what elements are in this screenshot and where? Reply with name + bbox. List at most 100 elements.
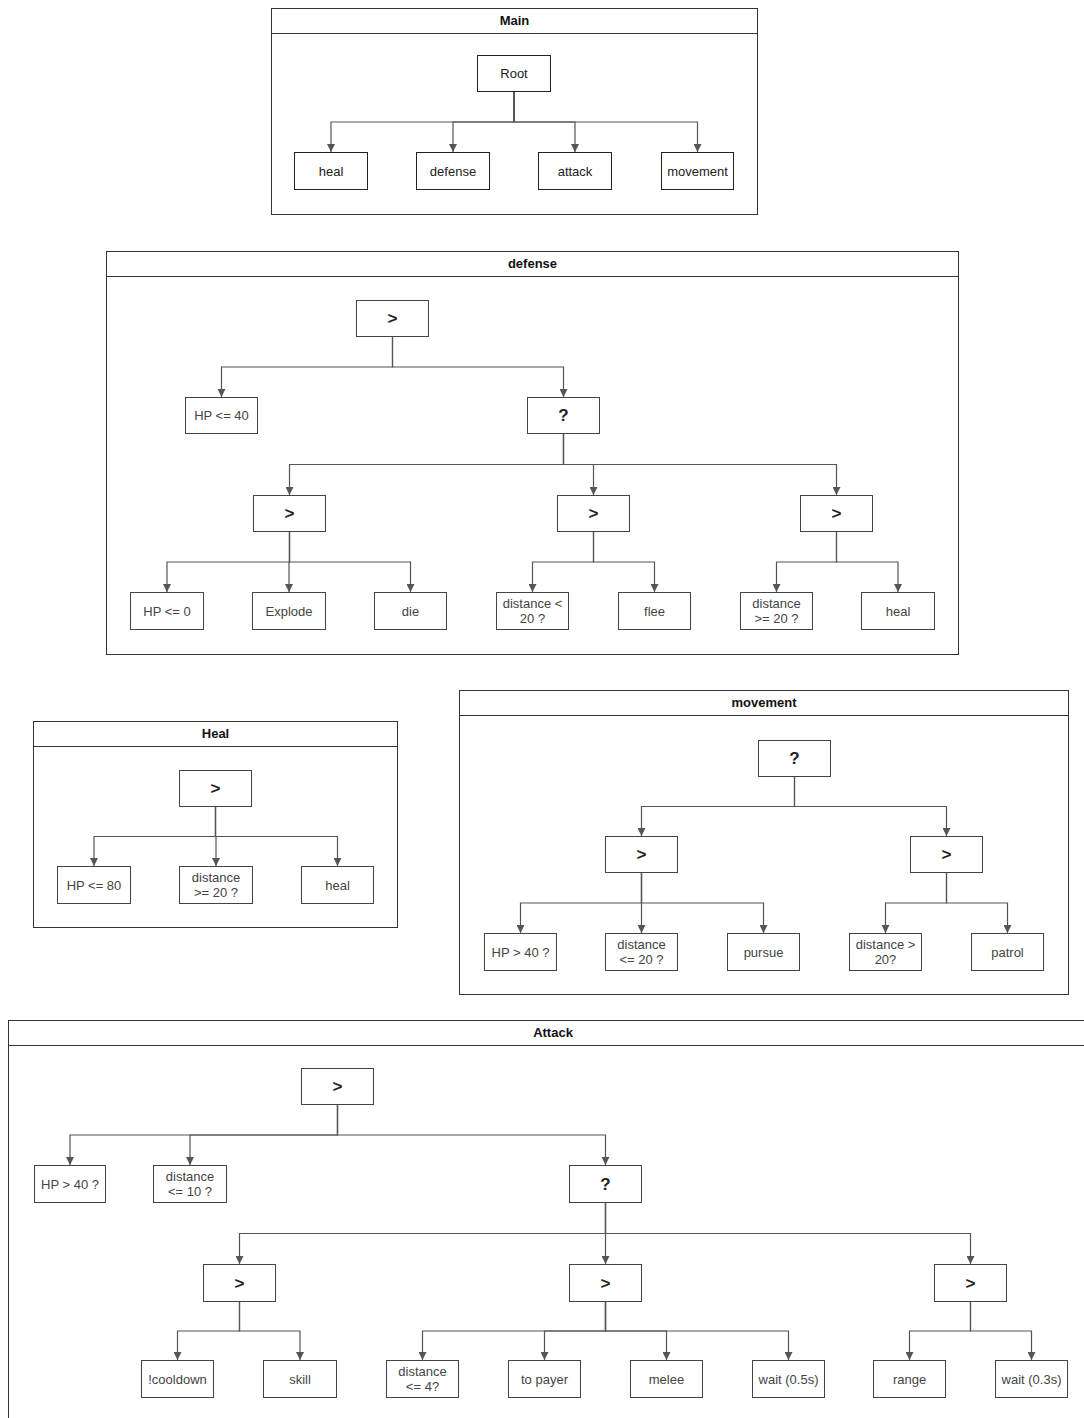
tree-connector: [190, 1105, 338, 1165]
node-label: distance < 20 ?: [500, 596, 565, 626]
composite-node: ?: [569, 1165, 642, 1203]
condition-node: HP > 40 ?: [484, 933, 557, 971]
subtree-reference: movement: [661, 152, 734, 190]
composite-node: ?: [758, 740, 831, 777]
tree-connector: [947, 873, 1008, 933]
node-label: ?: [600, 1175, 610, 1194]
tree-connector: [240, 1302, 301, 1360]
tree-connector: [167, 532, 290, 592]
node-label: range: [893, 1372, 926, 1387]
tree-connector: [178, 1302, 240, 1360]
action-node: wait (0.5s): [752, 1360, 825, 1398]
tree-connector: [594, 532, 655, 592]
tree-connector: [222, 337, 393, 397]
node-label: die: [402, 604, 419, 619]
node-label: >: [832, 504, 842, 523]
composite-node: ?: [527, 397, 600, 434]
tree-connector: [521, 873, 642, 933]
action-node: range: [873, 1360, 946, 1398]
condition-node: distance > 20?: [849, 933, 922, 971]
condition-node: distance <= 10 ?: [153, 1165, 227, 1203]
action-node: to payer: [508, 1360, 581, 1398]
node-label: HP > 40 ?: [492, 945, 550, 960]
node-label: distance >= 20 ?: [744, 596, 809, 626]
node-label: attack: [558, 164, 593, 179]
condition-node: HP <= 0: [130, 592, 204, 630]
node-label: heal: [886, 604, 911, 619]
composite-node: >: [569, 1264, 642, 1302]
node-label: distance > 20?: [853, 937, 918, 967]
composite-node: >: [253, 495, 326, 532]
composite-node: >: [179, 770, 252, 807]
tree-connector: [545, 1302, 606, 1360]
condition-node: distance < 20 ?: [496, 592, 569, 630]
subtree-panel: Attack>HP > 40 ?distance <= 10 ??>>>!coo…: [8, 1020, 1084, 1418]
condition-node: distance >= 20 ?: [740, 592, 813, 630]
action-node: skill: [263, 1360, 337, 1398]
tree-connector: [423, 1302, 606, 1360]
action-node: Explode: [252, 592, 326, 630]
node-label: heal: [319, 164, 344, 179]
node-label: !cooldown: [148, 1372, 207, 1387]
node-label: distance <= 10 ?: [157, 1169, 223, 1199]
tree-connector: [910, 1302, 971, 1360]
tree-connector: [606, 1302, 789, 1360]
condition-node: HP > 40 ?: [34, 1165, 106, 1203]
node-label: >: [637, 845, 647, 864]
tree-connector: [837, 532, 899, 592]
subtree-reference: attack: [538, 152, 612, 190]
composite-node: >: [356, 300, 429, 337]
subtree-reference: defense: [416, 152, 490, 190]
tree-connector: [70, 1105, 338, 1165]
node-label: melee: [649, 1372, 684, 1387]
node-label: skill: [289, 1372, 311, 1387]
composite-node: >: [203, 1264, 276, 1302]
tree-connector: [971, 1302, 1032, 1360]
subtree-reference: heal: [294, 152, 368, 190]
composite-node: >: [934, 1264, 1007, 1302]
node-label: pursue: [744, 945, 784, 960]
node-label: patrol: [991, 945, 1024, 960]
composite-node: >: [800, 495, 873, 532]
condition-node: !cooldown: [141, 1360, 214, 1398]
condition-node: HP <= 80: [57, 866, 131, 904]
composite-node: >: [910, 836, 983, 873]
action-node: pursue: [727, 933, 800, 971]
node-label: >: [211, 779, 221, 798]
node-label: HP <= 40: [194, 408, 249, 423]
panel-title: Heal: [34, 722, 397, 747]
condition-node: distance >= 20 ?: [179, 866, 253, 904]
condition-node: HP <= 40: [185, 397, 258, 434]
tree-connector: [290, 532, 411, 592]
node-label: heal: [325, 878, 350, 893]
subtree-panel: Heal > HP <= 80 distance >= 20 ? heal: [33, 721, 398, 928]
node-label: distance >= 20 ?: [183, 870, 249, 900]
node-label: wait (0.5s): [759, 1372, 819, 1387]
tree-connector: [514, 92, 698, 152]
node-label: distance <= 20 ?: [609, 937, 674, 967]
node-label: wait (0.3s): [1002, 1372, 1062, 1387]
action-node: patrol: [971, 933, 1044, 971]
tree-connector: [94, 807, 216, 866]
node-label: >: [388, 309, 398, 328]
tree-connector: [606, 1203, 971, 1264]
node-label: Explode: [266, 604, 313, 619]
subtree-panel: defense>HP <= 40?>>>HP <= 0Explodediedis…: [106, 251, 959, 655]
tree-connector: [564, 434, 837, 495]
panel-title: movement: [460, 691, 1068, 716]
node-label: >: [942, 845, 952, 864]
node-label: >: [966, 1274, 976, 1293]
node-label: Root: [500, 66, 527, 81]
condition-node: distance <= 4?: [386, 1360, 459, 1398]
condition-node: distance <= 20 ?: [605, 933, 678, 971]
node-label: to payer: [521, 1372, 568, 1387]
node-label: >: [333, 1077, 343, 1096]
tree-connector: [642, 873, 764, 933]
tree-connector: [240, 1203, 606, 1264]
node-label: >: [285, 504, 295, 523]
node-label: flee: [644, 604, 665, 619]
tree-connector: [216, 807, 338, 866]
composite-node: >: [557, 495, 630, 532]
action-node: wait (0.3s): [995, 1360, 1068, 1398]
